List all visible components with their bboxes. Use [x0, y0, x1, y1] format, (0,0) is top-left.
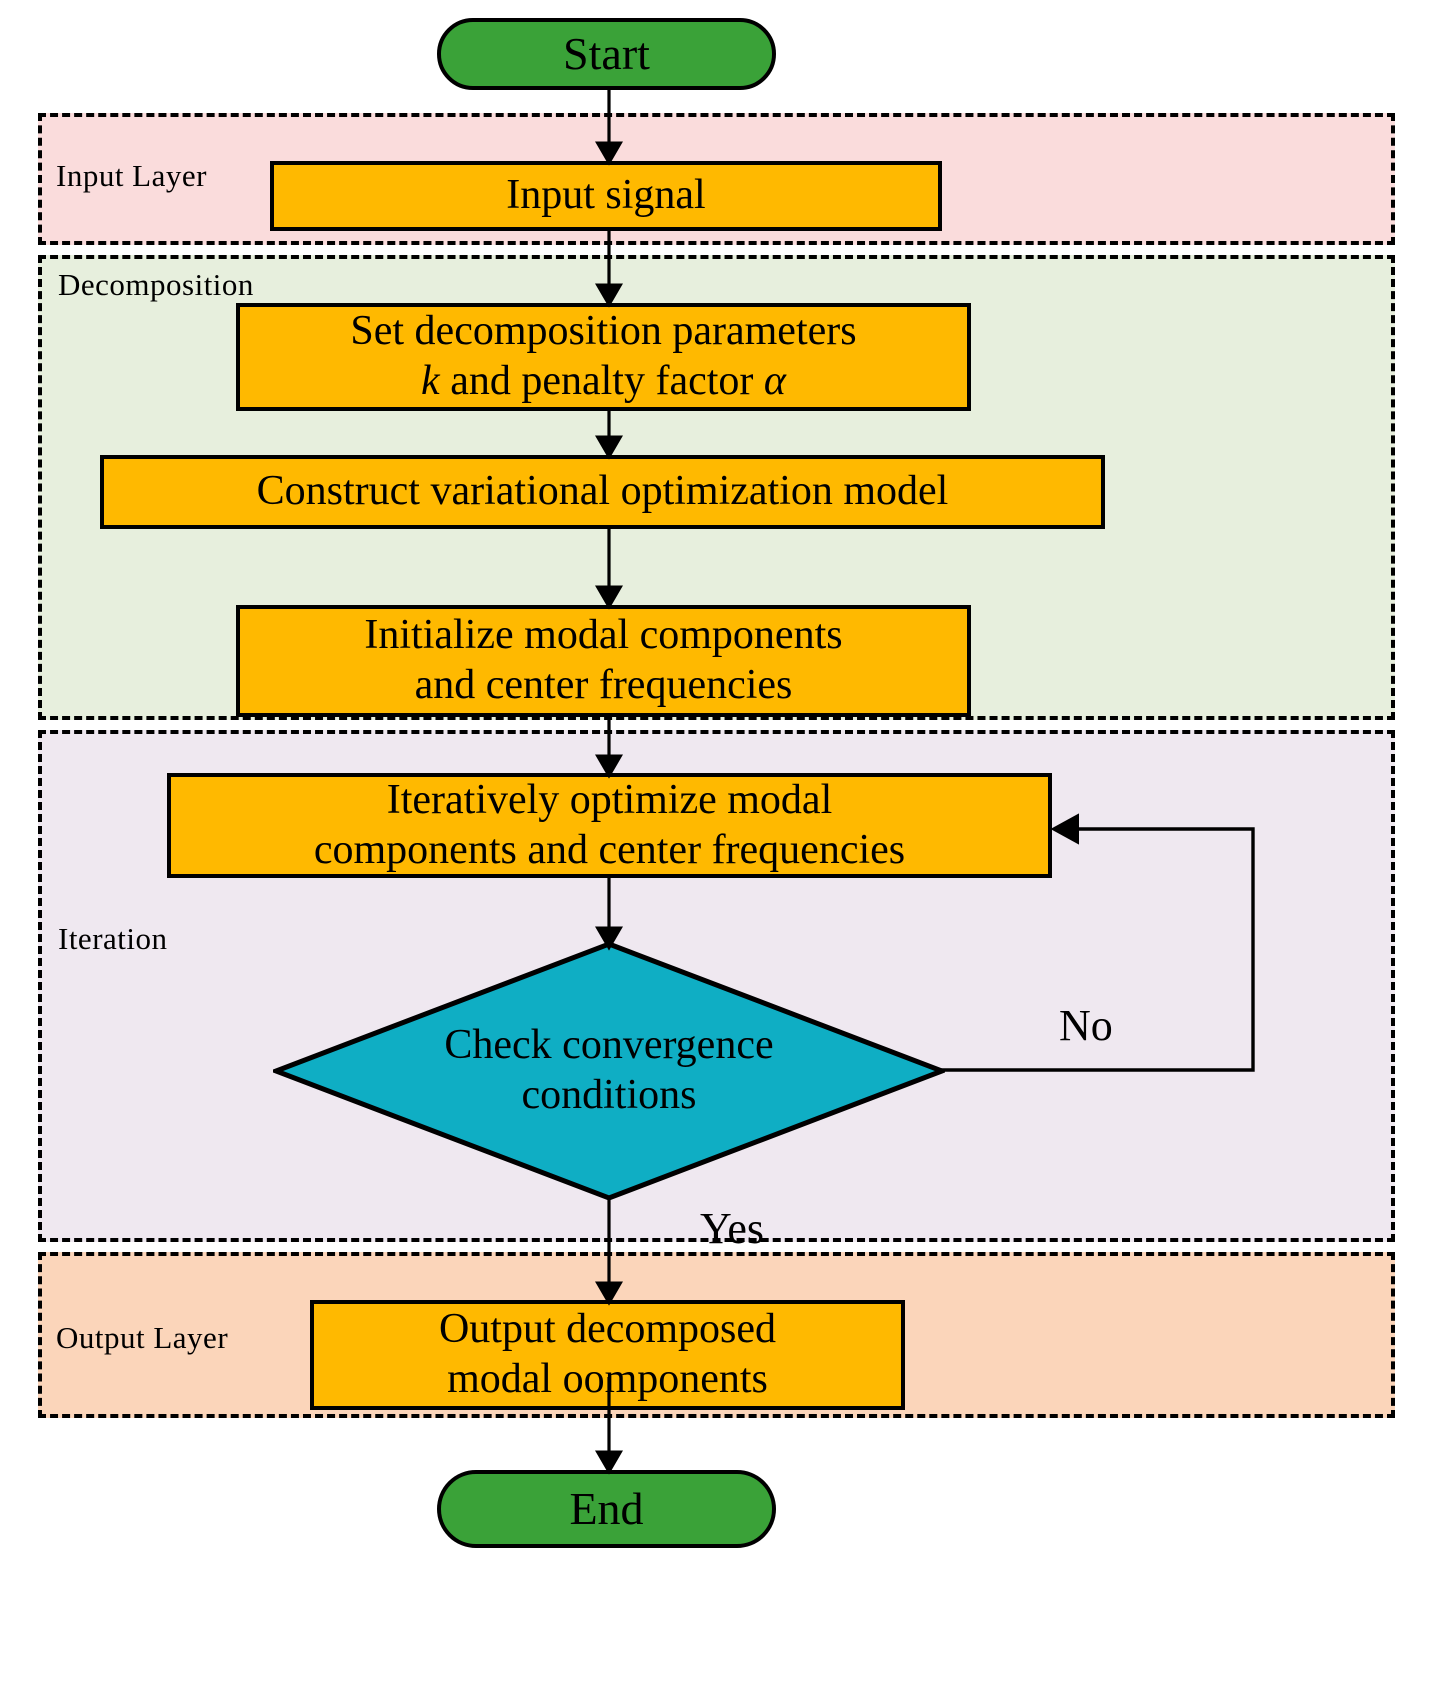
node-check-convergence-line1: Check convergence — [444, 1022, 774, 1069]
node-start-label: Start — [563, 27, 650, 79]
node-end-label: End — [569, 1482, 644, 1534]
node-iterate-line1: Iteratively optimize modal — [386, 776, 833, 823]
node-output[interactable]: Output decomposed modal oomponents — [310, 1300, 905, 1410]
region-label-input-layer: Input Layer — [56, 158, 207, 193]
node-initialize[interactable]: Initialize modal components and center f… — [236, 605, 971, 717]
edge-label-yes: Yes — [700, 1204, 765, 1253]
node-start[interactable]: Start — [437, 18, 776, 90]
node-set-parameters-line1: Set decomposition parameters — [350, 308, 857, 355]
node-end[interactable]: End — [437, 1470, 776, 1548]
node-output-line2: modal oomponents — [447, 1356, 768, 1402]
region-label-output-layer: Output Layer — [56, 1320, 229, 1355]
node-input-signal-label: Input signal — [506, 172, 706, 219]
node-output-line1: Output decomposed — [438, 1306, 777, 1353]
node-iterate-line2: components and center frequencies — [313, 826, 906, 873]
node-construct-model-label: Construct variational optimization model — [256, 468, 949, 515]
param-k-symbol: k — [421, 358, 440, 404]
node-check-convergence-line2: conditions — [521, 1072, 697, 1118]
node-set-parameters-line2-mid: and penalty factor — [439, 358, 764, 404]
node-initialize-line2: and center frequencies — [414, 662, 793, 708]
decision-diamond-shape — [273, 941, 945, 1201]
region-label-iteration: Iteration — [58, 921, 168, 956]
node-initialize-line1: Initialize modal components — [364, 612, 843, 659]
region-label-decomposition: Decomposition — [58, 267, 254, 302]
node-input-signal[interactable]: Input signal — [270, 161, 942, 231]
node-set-parameters-line2: k and penalty factor α — [421, 357, 786, 407]
node-construct-model[interactable]: Construct variational optimization model — [100, 455, 1105, 529]
edge-label-no: No — [1059, 1001, 1113, 1050]
node-set-parameters[interactable]: Set decomposition parameters k and penal… — [236, 303, 971, 411]
param-alpha-symbol: α — [763, 358, 786, 404]
node-iterate[interactable]: Iteratively optimize modal components an… — [167, 773, 1052, 878]
node-check-convergence[interactable]: Check convergence conditions — [273, 941, 945, 1201]
node-check-convergence-text: Check convergence conditions — [347, 1021, 871, 1120]
